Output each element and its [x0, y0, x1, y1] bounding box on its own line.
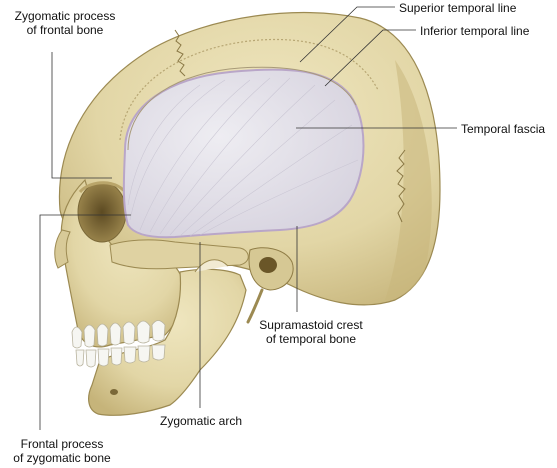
- label-inferior-temporal-line: Inferior temporal line: [420, 24, 530, 38]
- label-supramastoid-line1: Supramastoid crest: [259, 318, 363, 332]
- label-frontal-process-zygomatic-bone: Frontal process of zygomatic bone: [2, 437, 122, 465]
- lower-teeth: [75, 344, 166, 368]
- upper-teeth: [71, 320, 166, 349]
- nasal-bone: [54, 229, 71, 269]
- temporal-fascia: [122, 68, 365, 239]
- mental-foramen: [110, 389, 118, 395]
- coronoid-notch: [194, 259, 229, 273]
- lambdoid-suture: [396, 149, 406, 223]
- coronal-suture: [174, 29, 186, 77]
- label-frontal-process-line1: Frontal process: [20, 437, 104, 451]
- label-zygomatic-process-line1: Zygomatic process: [14, 9, 116, 23]
- label-zygomatic-process-line2: of frontal bone: [26, 23, 104, 37]
- label-zygomatic-process-frontal-bone: Zygomatic process of frontal bone: [6, 9, 124, 37]
- label-temporal-fascia: Temporal fascia: [461, 122, 546, 136]
- leader-inferior-temporal-line: [324, 29, 416, 87]
- fascia-fibers: [127, 77, 359, 237]
- external-acoustic-meatus: [259, 257, 277, 273]
- label-frontal-process-line2: of zygomatic bone: [13, 451, 111, 465]
- label-superior-temporal-line: Superior temporal line: [399, 1, 517, 15]
- mandible: [88, 268, 247, 416]
- label-supramastoid-line2: of temporal bone: [265, 332, 357, 346]
- leader-frontal-process-zygomatic: [39, 214, 131, 430]
- occipital-shadow: [385, 60, 432, 300]
- styloid-process: [246, 288, 264, 324]
- leader-lines: [39, 6, 457, 430]
- leader-zygomatic-process-frontal: [51, 52, 112, 179]
- orbit: [77, 181, 127, 243]
- inferior-temporal-line: [127, 66, 357, 151]
- leader-superior-temporal-line: [299, 6, 395, 63]
- label-supramastoid-crest: Supramastoid crest of temporal bone: [246, 318, 376, 346]
- label-zygomatic-arch: Zygomatic arch: [160, 414, 243, 428]
